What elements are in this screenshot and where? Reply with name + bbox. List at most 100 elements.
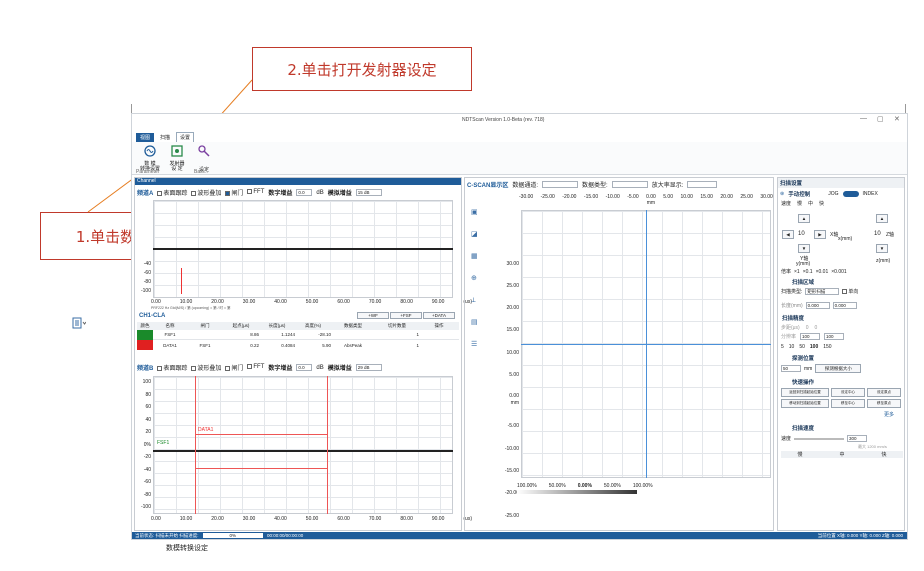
x-length-input[interactable]: 0.000: [805, 302, 830, 309]
doc-line-left: [131, 104, 132, 114]
digital-gain-input[interactable]: 0.0: [296, 189, 313, 196]
doc-line-right: [905, 104, 906, 114]
ascan-a-yticks: -40-60-80-100: [140, 261, 151, 294]
export-icon[interactable]: ▤: [471, 319, 478, 326]
one-way-checkbox[interactable]: 单向: [842, 288, 858, 295]
surface-track-checkbox-b[interactable]: 表面跟踪: [157, 363, 187, 372]
crosshair-icon[interactable]: ⊕: [471, 275, 477, 282]
manual-control-row: ⊛ 手动控制 JOG INDEX: [780, 191, 878, 198]
list-icon[interactable]: ☰: [471, 341, 478, 348]
scan-type-select[interactable]: 矩形扫描: [805, 288, 840, 295]
speed-level[interactable]: 慢: [797, 452, 803, 458]
document-icon[interactable]: [72, 316, 87, 329]
tab-settings[interactable]: 设置: [176, 132, 195, 142]
maximize-icon[interactable]: ▢: [877, 116, 884, 123]
waveform-overlay-checkbox-b[interactable]: 波形叠加: [191, 363, 221, 372]
speed-input[interactable]: 300: [847, 435, 868, 442]
move-origin-button[interactable]: 移至原点: [867, 399, 901, 408]
add-fsf-button[interactable]: +FSF: [390, 312, 422, 319]
speed-level[interactable]: 快: [881, 452, 887, 458]
transmitter-settings-button[interactable]: 发射器 设 定: [166, 144, 188, 172]
data-type-label: 数据类型:: [582, 183, 608, 189]
more-link[interactable]: 更多: [884, 412, 895, 418]
set-center-button[interactable]: 设定中心: [831, 388, 865, 397]
speed-slider[interactable]: [794, 437, 845, 440]
scan-area-title: 扫描区域: [792, 280, 815, 286]
probe-size-button[interactable]: 探测根据大小: [815, 364, 862, 373]
ribbon-group-basic: Basi...: [194, 169, 208, 175]
precision-option[interactable]: 50: [799, 344, 805, 350]
scan-type-row: 扫描类型: 矩形扫描 单向: [781, 288, 859, 295]
x-left-button[interactable]: ◀: [782, 230, 794, 239]
probe-input[interactable]: 50: [781, 365, 801, 372]
fft-checkbox-b[interactable]: FFT: [247, 364, 264, 371]
settings-button[interactable]: 设定: [196, 144, 212, 173]
gate-table-header: 颜色 名称 闸门 起点(μs) 长度(μs) 高度(%) 数据类型 切片数量 操…: [137, 322, 459, 330]
measure-icon[interactable]: ⟂: [471, 297, 476, 304]
wrench-icon: [198, 145, 210, 157]
speed-option[interactable]: 慢: [797, 201, 803, 207]
waveform-overlay-checkbox[interactable]: 波形叠加: [191, 188, 221, 197]
status-time: 00:00:00/00:00:00: [267, 533, 304, 538]
precision-title: 扫描精度: [782, 316, 805, 322]
add-data-button[interactable]: +DATA: [423, 312, 455, 319]
minimize-icon[interactable]: —: [860, 115, 867, 122]
x-right-button[interactable]: ▶: [814, 230, 826, 239]
cells-y-input[interactable]: 100: [824, 333, 845, 340]
ribbon-tabs: 视图 扫描 设置: [136, 132, 195, 142]
move-center-button[interactable]: 移至中心: [831, 399, 865, 408]
data-channel-select[interactable]: [542, 181, 579, 188]
surface-track-checkbox[interactable]: 表面跟踪: [157, 188, 187, 197]
z-up-button[interactable]: ▲: [876, 214, 888, 223]
analog-gain-select-a[interactable]: 15 dB: [355, 189, 382, 196]
ratio-option[interactable]: ×1: [794, 268, 800, 275]
table-row[interactable]: FSF1 8.86 1.1244 -28.10 1: [137, 329, 459, 340]
digital-gain-input-b[interactable]: 0.0: [296, 364, 313, 371]
speed-option[interactable]: 中: [808, 201, 814, 207]
tab-view[interactable]: 视图: [136, 132, 155, 142]
z-down-button[interactable]: ▼: [876, 244, 888, 253]
precision-option[interactable]: 10: [788, 344, 795, 350]
gate-checkbox-b[interactable]: 闸门: [225, 363, 243, 372]
ratio-option[interactable]: ×0.01: [815, 268, 829, 275]
ratio-option[interactable]: ×0.1: [802, 268, 813, 275]
speed-option[interactable]: 速度: [781, 201, 792, 207]
return-start-button[interactable]: 返回到扫描起始位置: [781, 388, 829, 397]
crop-icon[interactable]: ◪: [471, 231, 478, 238]
table-row[interactable]: DATA1 FSF1 0.22 0.4084 5.90 AbsPeak 1: [137, 340, 459, 350]
fft-checkbox[interactable]: FFT: [247, 189, 264, 196]
cscan-toolbar: C-SCAN显示区 数据通道: 数据类型: 放大率显示:: [467, 180, 718, 189]
fit-icon[interactable]: ▣: [471, 209, 478, 216]
speed-option[interactable]: 快: [819, 201, 825, 207]
ascan-b-gate-box: [195, 434, 327, 469]
ascan-b-trace: [153, 450, 453, 452]
gate-checkbox[interactable]: 闸门: [225, 188, 243, 197]
dac-settings-button[interactable]: 数 模 转换设置: [140, 144, 160, 172]
speed-level[interactable]: 中: [839, 452, 845, 458]
y-up-button[interactable]: ▲: [798, 214, 810, 223]
ribbon-panel: 数 模 转换设置 发射器 设 定 设定 Parameter Basi...: [132, 142, 907, 175]
gate-label-fsf1: FSF1: [157, 440, 170, 446]
probe-row: 50 mm 探测根据大小: [781, 364, 862, 373]
analog-gain-select-b[interactable]: 29 dB: [355, 364, 382, 371]
zoom-select[interactable]: [687, 181, 718, 188]
gate-table-title: CH1-CLA: [139, 313, 166, 319]
move-start-button[interactable]: 移动到扫描起始位置: [781, 399, 829, 408]
precision-option[interactable]: 100: [809, 344, 819, 350]
cells-x-input[interactable]: 100: [800, 333, 821, 340]
status-left: 当前状态: 扫描未开始 扫描进度:: [135, 533, 199, 538]
precision-option[interactable]: 150: [823, 344, 832, 350]
y-length-input[interactable]: 0.000: [832, 302, 857, 309]
app-window: NDTScan Version 1.0-Beta (rev. 718) — ▢ …: [131, 113, 908, 540]
tab-scan[interactable]: 扫描: [160, 134, 171, 141]
ratio-option[interactable]: ×0.001: [831, 268, 847, 275]
add-wf-button[interactable]: +WF: [357, 312, 389, 319]
set-origin-button[interactable]: 设定原点: [867, 388, 901, 397]
grid-icon[interactable]: ▦: [471, 253, 478, 260]
precision-option[interactable]: 5: [781, 344, 784, 350]
close-icon[interactable]: ✕: [894, 116, 900, 123]
y-down-button[interactable]: ▼: [798, 244, 810, 253]
data-type-select[interactable]: [611, 181, 648, 188]
jog-index-toggle[interactable]: [842, 191, 859, 197]
zoom-label: 放大率显示:: [651, 183, 684, 189]
